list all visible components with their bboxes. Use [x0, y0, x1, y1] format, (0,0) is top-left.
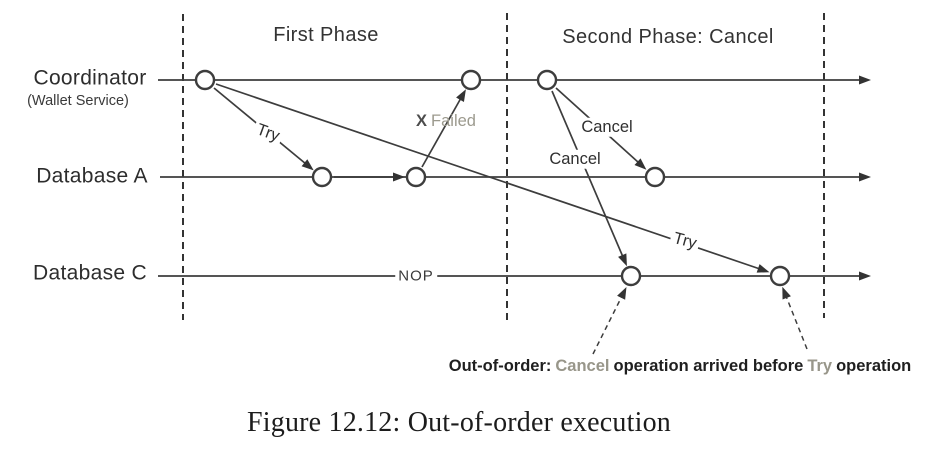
- event-db-a-try-done: [405, 166, 427, 188]
- event-circles: [194, 69, 791, 287]
- nop-label: NOP: [395, 268, 437, 284]
- annotation-middle: operation arrived before: [613, 356, 804, 375]
- failed-x-mark: X: [416, 111, 428, 130]
- phase-label-first: First Phase: [273, 24, 379, 46]
- arrow-try-delayed-coordinator-to-db-c: [215, 83, 770, 273]
- annotation-leader-left: [592, 287, 627, 355]
- event-db-a-try-received: [311, 166, 333, 188]
- failed-word: Failed: [431, 111, 476, 130]
- figure-caption: Figure 12.12: Out-of-order execution: [247, 407, 671, 438]
- annotation-try-word: Try: [807, 356, 833, 375]
- event-db-c-try-received: [769, 265, 791, 287]
- event-coordinator-failed-received: [460, 69, 482, 91]
- event-coordinator-try-sent: [194, 69, 216, 91]
- arrow-cancel-coordinator-to-db-c: [551, 90, 627, 267]
- lane-label-database-c: Database C: [33, 261, 147, 285]
- event-db-c-cancel-received: [620, 265, 642, 287]
- annotation-leader-right: [782, 286, 808, 350]
- event-db-a-cancel-received: [644, 166, 666, 188]
- lane-label-database-a: Database A: [36, 164, 148, 188]
- event-coordinator-cancel-sent: [536, 69, 558, 91]
- annotation-prefix: Out-of-order:: [448, 356, 552, 375]
- lane-sublabel-wallet-service: (Wallet Service): [27, 92, 129, 109]
- annotation-cancel-word: Cancel: [555, 356, 610, 375]
- lane-label-coordinator: Coordinator: [33, 66, 147, 90]
- annotation-suffix: operation: [836, 356, 912, 375]
- phase-label-second: Second Phase: Cancel: [562, 26, 774, 48]
- message-label-cancel-db-c: Cancel: [546, 149, 604, 169]
- message-label-cancel-db-a: Cancel: [578, 117, 636, 137]
